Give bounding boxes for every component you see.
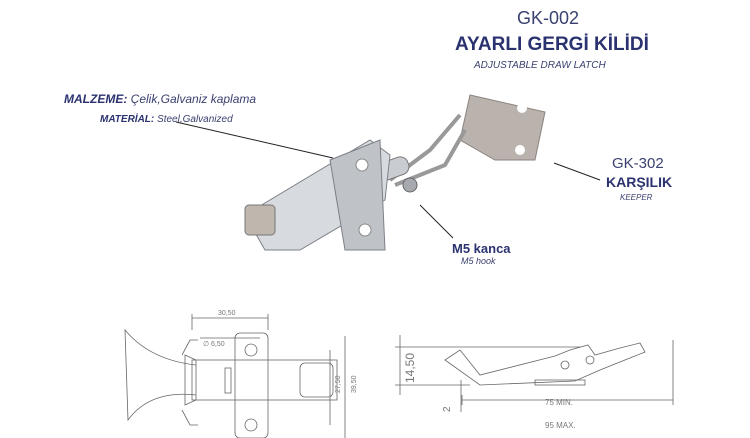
top-view-drawing: [124, 314, 346, 438]
material-en-label: MATERİAL:: [100, 114, 155, 125]
dim-side-height: 14,50: [403, 353, 417, 383]
keeper-subtitle: KEEPER: [620, 193, 653, 202]
product-title: AYARLI GERGİ KİLİDİ: [455, 34, 649, 55]
dim-inner-height: 27,50: [335, 375, 342, 393]
dim-top-width: 30,50: [218, 310, 236, 317]
material-tr-label: MALZEME:: [64, 92, 128, 106]
material-tr-value: Çelik,Galvaniz kaplama: [127, 92, 257, 106]
product-subtitle: ADJUSTABLE DRAW LATCH: [474, 60, 606, 71]
dim-thickness: 2: [442, 406, 453, 412]
dim-outer-height: 39,50: [351, 375, 358, 393]
keeper-code: GK-302: [612, 155, 664, 172]
material-en: MATERİAL: Steel,Galvanized: [100, 114, 233, 125]
dim-max-length: 95 MAX.: [545, 421, 576, 430]
hook-subtitle: M5 hook: [461, 256, 496, 266]
hook-title: M5 kanca: [452, 241, 511, 256]
product-code: GK-002: [517, 8, 580, 28]
material-tr: MALZEME: Çelik,Galvaniz kaplama: [64, 92, 256, 106]
dim-min-length: 75 MIN.: [545, 398, 573, 407]
keeper-title: KARŞILIK: [606, 174, 673, 190]
dim-hole: ∅ 6,50: [203, 341, 225, 348]
material-en-value: Steel,Galvanized: [154, 114, 233, 125]
side-view-drawing: [395, 335, 674, 412]
latch-photo: [244, 94, 546, 251]
leader-lines: [175, 121, 601, 239]
